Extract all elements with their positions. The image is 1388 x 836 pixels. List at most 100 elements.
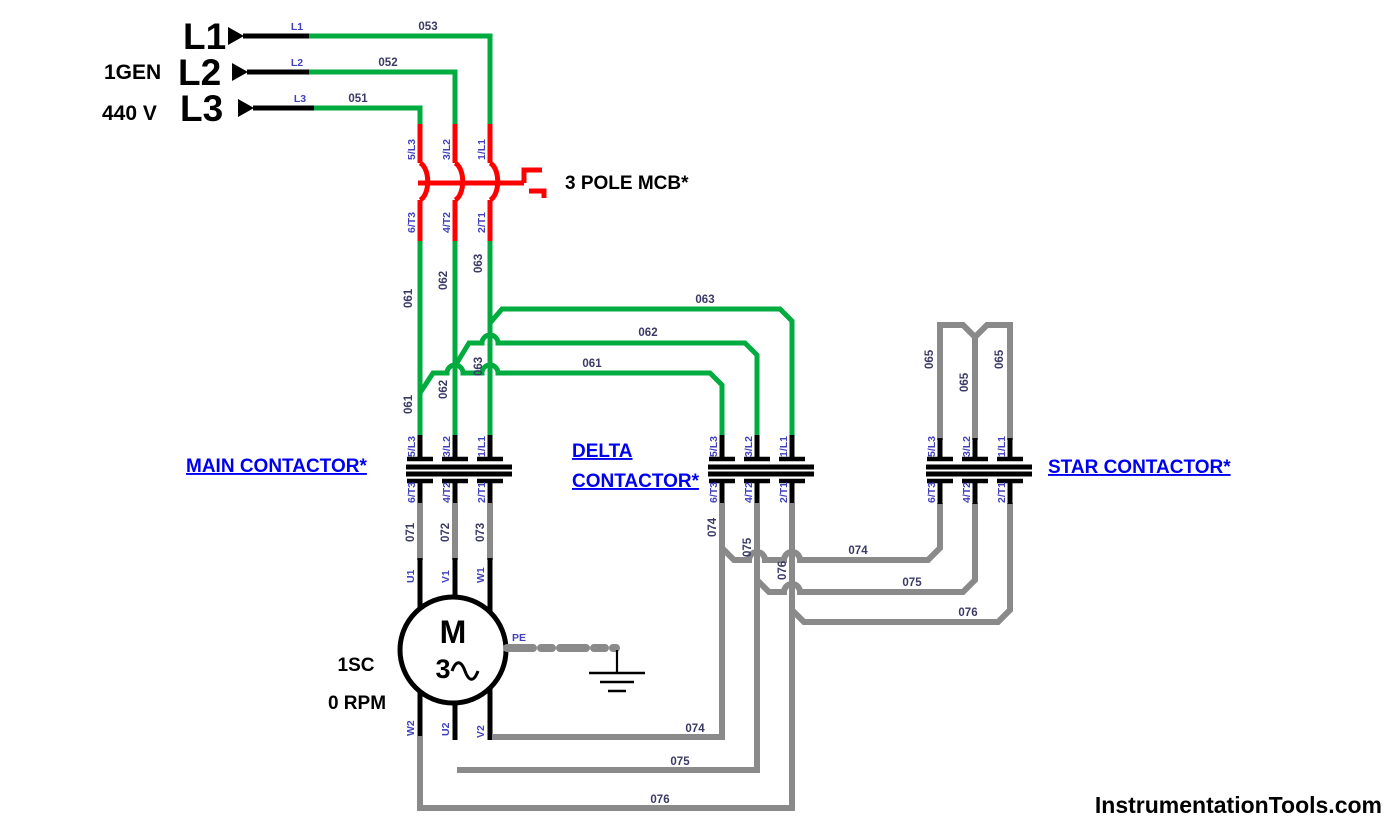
wire-075-path — [457, 503, 760, 773]
wire-l2-tag: L2 — [291, 57, 303, 69]
wire-074-star-branch — [719, 503, 943, 563]
star-terminal-1L1: 1/L1 — [996, 436, 1008, 457]
motor-terminal-v1: V1 — [440, 570, 452, 583]
star-terminal-6T3: 6/T3 — [926, 482, 938, 503]
watermark: InstrumentationTools.com — [1095, 792, 1382, 818]
mcb-terminal-1L1: 1/L1 — [476, 139, 488, 160]
star-contactor-bridge-bars — [926, 464, 1032, 477]
wire-061-branch — [417, 362, 725, 436]
delta-contactor-bridge-bars — [708, 464, 814, 477]
mcb-handle — [521, 167, 542, 183]
main-terminal-2T1: 2/T1 — [476, 482, 488, 503]
motor-terminal-u1: U1 — [405, 569, 417, 583]
main-terminal-6T3: 6/T3 — [406, 482, 418, 503]
wire-number-063-lower: 063 — [473, 357, 485, 376]
motor-symbol-3: 3 — [435, 654, 450, 684]
wire-052-green — [309, 69, 458, 126]
phase-label-l3: L3 — [180, 88, 223, 129]
motor-terminal-v2: V2 — [475, 725, 487, 738]
delta-contactor-bottom-stubs — [719, 481, 795, 504]
star-terminal-3L2: 3/L2 — [961, 436, 973, 457]
main-contactor-title: MAIN CONTACTOR* — [186, 456, 367, 477]
main-contactor-bridge-bars — [406, 464, 512, 477]
l3-arrow-icon — [238, 99, 254, 117]
delta-terminal-2T1: 2/T1 — [778, 482, 790, 503]
main-terminal-3L2: 3/L2 — [441, 436, 453, 457]
wire-number-062-upper: 062 — [438, 271, 450, 290]
wire-number-072: 072 — [440, 523, 452, 542]
motor-symbol-m: M — [440, 614, 467, 650]
wire-number-053: 053 — [418, 21, 437, 33]
wire-076-star-branch — [789, 503, 1013, 625]
wire-number-061-upper: 061 — [403, 288, 415, 308]
delta-terminal-1L1: 1/L1 — [778, 436, 790, 457]
star-contactor-top-stubs — [937, 438, 1013, 459]
motor-speed: 0 RPM — [328, 693, 386, 714]
mcb-handle-foot — [529, 188, 547, 198]
wire-l1-tag: L1 — [291, 21, 303, 33]
wire-053-green — [309, 33, 493, 126]
delta-contactor-title-line1: DELTA — [572, 441, 633, 462]
wire-number-071: 071 — [405, 522, 417, 542]
wire-076-path — [417, 503, 795, 811]
wire-number-061-lower: 061 — [403, 394, 415, 414]
motor-terminal-w1: W1 — [475, 567, 487, 583]
delta-terminal-4T2: 4/T2 — [743, 482, 755, 503]
ground-icon — [589, 671, 645, 693]
star-contactor: STAR CONTACTOR* 065 065 065 5/L3 3/L2 1/… — [924, 322, 1231, 504]
pe-label: PE — [512, 632, 526, 644]
wire-number-076-bottom: 076 — [650, 794, 669, 806]
delta-terminal-3L2: 3/L2 — [743, 436, 755, 457]
wires-071-073-gray — [417, 503, 493, 560]
mcb-terminal-3L2: 3/L2 — [441, 139, 453, 160]
wire-075-star-branch — [754, 503, 978, 595]
delta-contactor-top-stubs — [719, 435, 795, 459]
phase-label-l2: L2 — [178, 52, 221, 93]
wire-number-076-vertical: 076 — [777, 561, 789, 580]
delta-terminal-5L3: 5/L3 — [708, 436, 720, 457]
main-contactor: MAIN CONTACTOR* 5/L3 3/L2 1/L1 6/T3 4/T2… — [186, 435, 512, 504]
wire-number-065-right: 065 — [994, 349, 1006, 369]
delta-return-wires: 074 075 076 074 075 076 074 075 076 W2 U… — [405, 503, 1013, 811]
wire-number-075-star-branch: 075 — [902, 577, 922, 589]
wire-number-074-bottom: 074 — [685, 723, 705, 735]
star-contactor-bottom-stubs — [937, 481, 1013, 504]
star-terminal-2T1: 2/T1 — [996, 482, 1008, 503]
mcb: 3 POLE MCB* 5/L3 3/L2 1/L1 6/T3 4/T2 2/T… — [406, 124, 689, 243]
motor-terminal-u2: U2 — [440, 722, 452, 736]
main-terminal-1L1: 1/L1 — [476, 436, 488, 457]
star-terminal-5L3: 5/L3 — [926, 436, 938, 457]
star-contactor-title: STAR CONTACTOR* — [1048, 457, 1231, 478]
mcb-terminal-4T2: 4/T2 — [441, 212, 453, 233]
main-terminal-4T2: 4/T2 — [441, 482, 453, 503]
phase-label-l1: L1 — [183, 16, 226, 57]
star-terminal-4T2: 4/T2 — [961, 482, 973, 503]
wire-number-051: 051 — [348, 93, 368, 105]
wire-063-branch — [488, 306, 795, 436]
motor-terminal-w2: W2 — [405, 720, 417, 736]
l2-arrow-icon — [232, 63, 248, 81]
delta-contactor-title-line2: CONTACTOR* — [572, 471, 700, 492]
wire-l3-tag: L3 — [294, 93, 306, 105]
main-contactor-bottom-stubs — [417, 481, 493, 504]
wire-number-076-star-branch: 076 — [958, 607, 977, 619]
voltage-label: 440 V — [102, 102, 157, 125]
wire-number-065-left: 065 — [924, 349, 936, 369]
wire-number-074-star-branch: 074 — [848, 545, 868, 557]
main-terminal-5L3: 5/L3 — [406, 436, 418, 457]
wire-051-green — [314, 105, 423, 126]
feeder-branches: 061 062 063 061 062 063 061 062 063 — [403, 241, 795, 436]
wire-number-074-vertical: 074 — [707, 517, 719, 537]
delta-terminal-6T3: 6/T3 — [708, 482, 720, 503]
wire-074-path — [492, 503, 725, 740]
l1-arrow-icon — [228, 27, 244, 45]
mcb-label: 3 POLE MCB* — [565, 173, 689, 194]
main-contactor-top-stubs — [417, 435, 493, 459]
delta-contactor: DELTA CONTACTOR* 5/L3 3/L2 1/L1 6/T3 4/T… — [572, 435, 814, 504]
generator-tag: 1GEN — [104, 61, 161, 84]
mcb-terminal-5L3: 5/L3 — [406, 139, 418, 160]
mcb-terminal-2T1: 2/T1 — [476, 212, 488, 233]
wire-number-075-vertical: 075 — [742, 537, 754, 557]
